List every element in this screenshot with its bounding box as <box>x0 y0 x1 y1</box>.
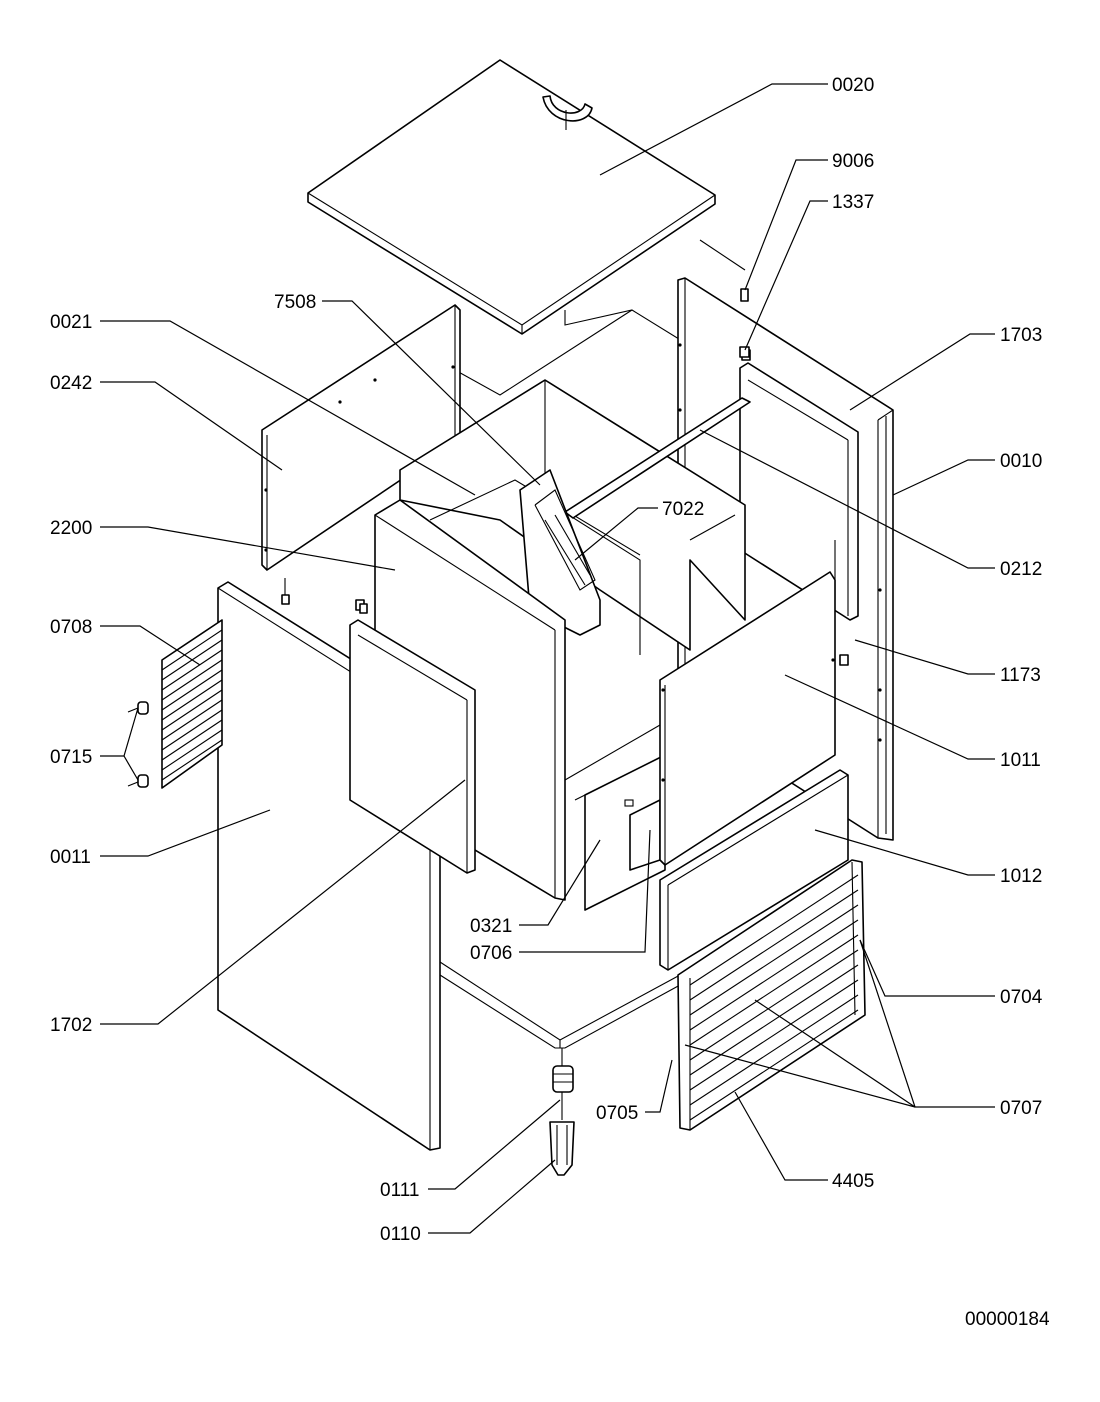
label-0010: 0010 <box>1000 451 1042 472</box>
label-0706: 0706 <box>470 943 512 964</box>
label-2200: 2200 <box>50 518 92 539</box>
grille-fasteners-part <box>127 701 149 788</box>
label-0704: 0704 <box>1000 987 1043 1008</box>
label-0020: 0020 <box>832 75 874 96</box>
drawing <box>127 59 894 1176</box>
label-1702: 1702 <box>50 1015 92 1036</box>
label-1703: 1703 <box>1000 325 1042 346</box>
part-labels: 0020 9006 1337 1703 0010 7022 0212 1173 … <box>50 75 1050 1330</box>
label-0111: 0111 <box>380 1180 419 1201</box>
label-0021: 0021 <box>50 312 92 333</box>
frame-outline <box>454 239 746 396</box>
label-9006: 9006 <box>832 151 874 172</box>
label-0212: 0212 <box>1000 559 1042 580</box>
grille-slats <box>689 874 859 1121</box>
base-frame-part <box>439 961 681 1049</box>
label-0715: 0715 <box>50 747 92 768</box>
small-hardware <box>281 288 750 614</box>
top-lid-part <box>307 59 716 335</box>
drawing-reference-number: 00000184 <box>965 1309 1050 1330</box>
label-0110: 0110 <box>380 1224 421 1245</box>
label-0242: 0242 <box>50 373 92 394</box>
label-1337: 1337 <box>832 192 874 213</box>
front-lower-panel-part <box>659 769 849 971</box>
control-box-part <box>574 754 666 911</box>
label-7508: 7508 <box>274 292 316 313</box>
label-0708: 0708 <box>50 617 92 638</box>
back-grille-part <box>161 619 223 789</box>
label-4405: 4405 <box>832 1171 874 1192</box>
front-grille-part <box>677 859 866 1131</box>
label-1011: 1011 <box>1000 750 1041 771</box>
label-0707: 0707 <box>1000 1098 1042 1119</box>
label-0321: 0321 <box>470 916 512 937</box>
label-1012: 1012 <box>1000 866 1042 887</box>
label-1173: 1173 <box>1000 665 1041 686</box>
label-0011: 0011 <box>50 847 91 868</box>
left-hinge-rail-part <box>349 599 476 874</box>
label-0705: 0705 <box>596 1103 638 1124</box>
leader-lines <box>100 83 995 1234</box>
leveling-foot-part <box>549 1048 575 1176</box>
label-7022: 7022 <box>662 499 704 520</box>
front-right-panel-part <box>659 571 836 866</box>
